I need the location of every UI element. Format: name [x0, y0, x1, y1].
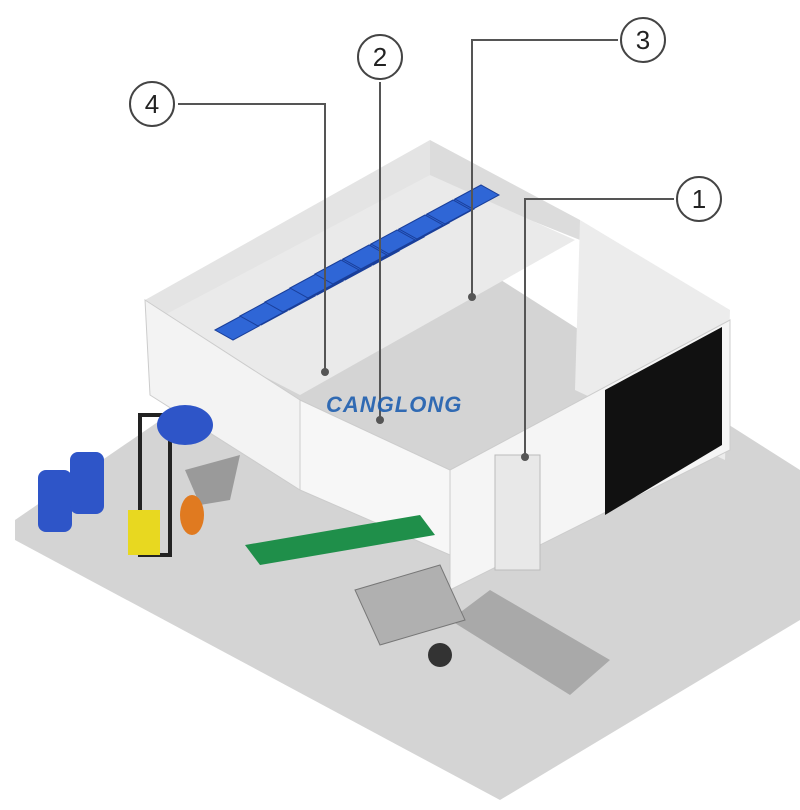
left-back-wall [145, 140, 430, 330]
callout-4: 4 [129, 81, 175, 127]
right-back-wall [430, 140, 580, 240]
green-conveyor [245, 515, 435, 565]
crate [369, 229, 417, 255]
cold-room-floor [155, 175, 575, 395]
ramp [450, 590, 610, 695]
washing-tank [354, 564, 466, 646]
black-panel [605, 327, 722, 515]
leader-line-4 [178, 103, 326, 370]
watermark-logo: CANGLONG [326, 392, 463, 417]
crates [213, 184, 501, 341]
crate [341, 244, 389, 270]
leader-line-3 [471, 39, 618, 295]
door [494, 454, 541, 571]
callout-1: 1 [676, 176, 722, 222]
leader-line-1 [524, 198, 674, 455]
blue-drum-lying [157, 405, 213, 445]
blue-barrel-2 [70, 452, 104, 514]
blue-barrel-1 [38, 470, 72, 532]
orange-motor [180, 495, 204, 535]
callout-2: 2 [357, 34, 403, 80]
hopper [185, 455, 240, 505]
callout-3: 3 [620, 17, 666, 63]
yellow-container [128, 510, 160, 555]
cart-wheel [428, 643, 452, 667]
crate [397, 214, 445, 240]
